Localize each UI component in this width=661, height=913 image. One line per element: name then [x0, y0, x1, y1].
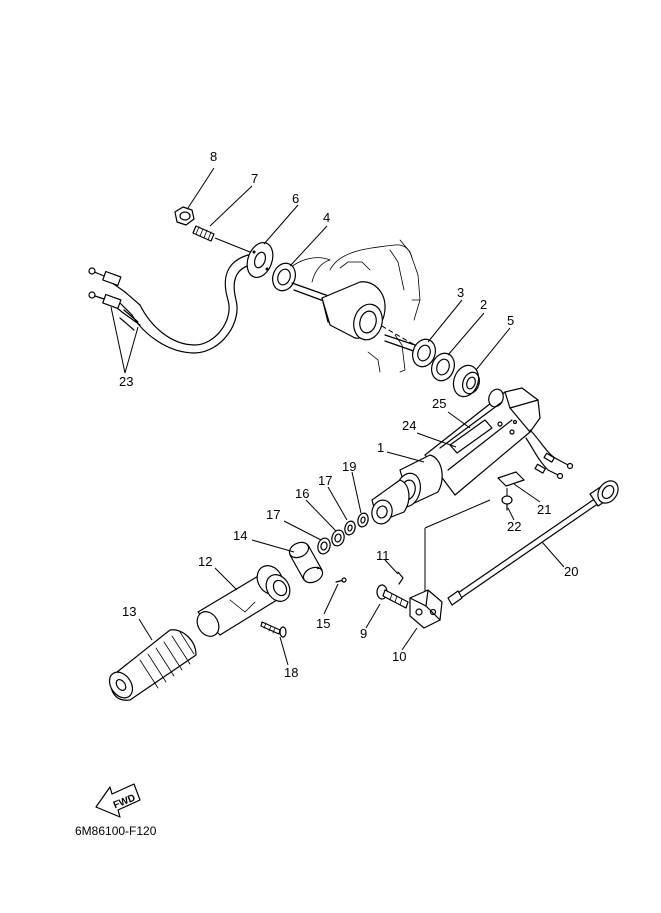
- washer-part-3: [412, 338, 436, 368]
- screw-part-18: [260, 621, 287, 638]
- throttle-grip-part-12: [196, 565, 291, 637]
- bracket-plate-part-6: [214, 237, 274, 279]
- callout-12: 12: [198, 554, 212, 569]
- collar-part-14: [288, 541, 324, 584]
- part-callouts: 8 7 6 4 3 2 5 25 24 1 19 17 16 17 14 12 …: [119, 149, 578, 680]
- callout-19: 19: [342, 459, 356, 474]
- callout-25: 25: [432, 396, 446, 411]
- callout-14: 14: [233, 528, 247, 543]
- bracket-part-21: [497, 471, 525, 487]
- callout-2: 2: [480, 297, 487, 312]
- callout-9: 9: [360, 626, 367, 641]
- callout-7: 7: [251, 171, 258, 186]
- callout-24: 24: [402, 418, 416, 433]
- throttle-cables: [88, 254, 255, 354]
- grip-cover-part-13: [108, 629, 197, 701]
- nut-part-8: [174, 206, 195, 226]
- callout-16: 16: [295, 486, 309, 501]
- callout-4: 4: [323, 210, 330, 225]
- pin-part-11: [397, 571, 404, 585]
- assembly-guide-lines: [424, 499, 491, 600]
- washer-part-19: [357, 512, 369, 528]
- callout-10: 10: [392, 649, 406, 664]
- bushing-part-5: [452, 364, 481, 398]
- washer-part-17-upper: [344, 520, 356, 536]
- callout-22: 22: [507, 519, 521, 534]
- callout-11: 11: [376, 548, 390, 563]
- diagram-code: 6M86100-F120: [75, 824, 157, 838]
- callout-13: 13: [122, 604, 136, 619]
- callout-5: 5: [507, 313, 514, 328]
- clamp-part-10: [409, 589, 443, 629]
- callout-6: 6: [292, 191, 299, 206]
- callout-23: 23: [119, 374, 133, 389]
- steering-handle-part-1: [371, 387, 574, 525]
- callout-1: 1: [377, 440, 384, 455]
- shift-rod-part-20: [447, 480, 619, 606]
- mount-bracket: [321, 281, 386, 341]
- fwd-arrow-icon: FWD: [95, 783, 141, 818]
- bolt-part-9: [376, 584, 409, 609]
- callout-17a: 17: [318, 473, 332, 488]
- callout-17b: 17: [266, 507, 280, 522]
- washer-part-17-lower: [317, 537, 331, 555]
- washer-part-2: [431, 352, 455, 382]
- callout-21: 21: [537, 502, 551, 517]
- leader-lines: [110, 167, 565, 666]
- callout-18: 18: [284, 665, 298, 680]
- screw-part-22: [501, 488, 513, 511]
- stud-part-7: [192, 225, 215, 242]
- callout-3: 3: [457, 285, 464, 300]
- screw-part-15: [335, 577, 347, 583]
- washer-part-16: [331, 529, 345, 547]
- callout-8: 8: [210, 149, 217, 164]
- callout-15: 15: [316, 616, 330, 631]
- callout-20: 20: [564, 564, 578, 579]
- washer-part-4: [272, 262, 296, 292]
